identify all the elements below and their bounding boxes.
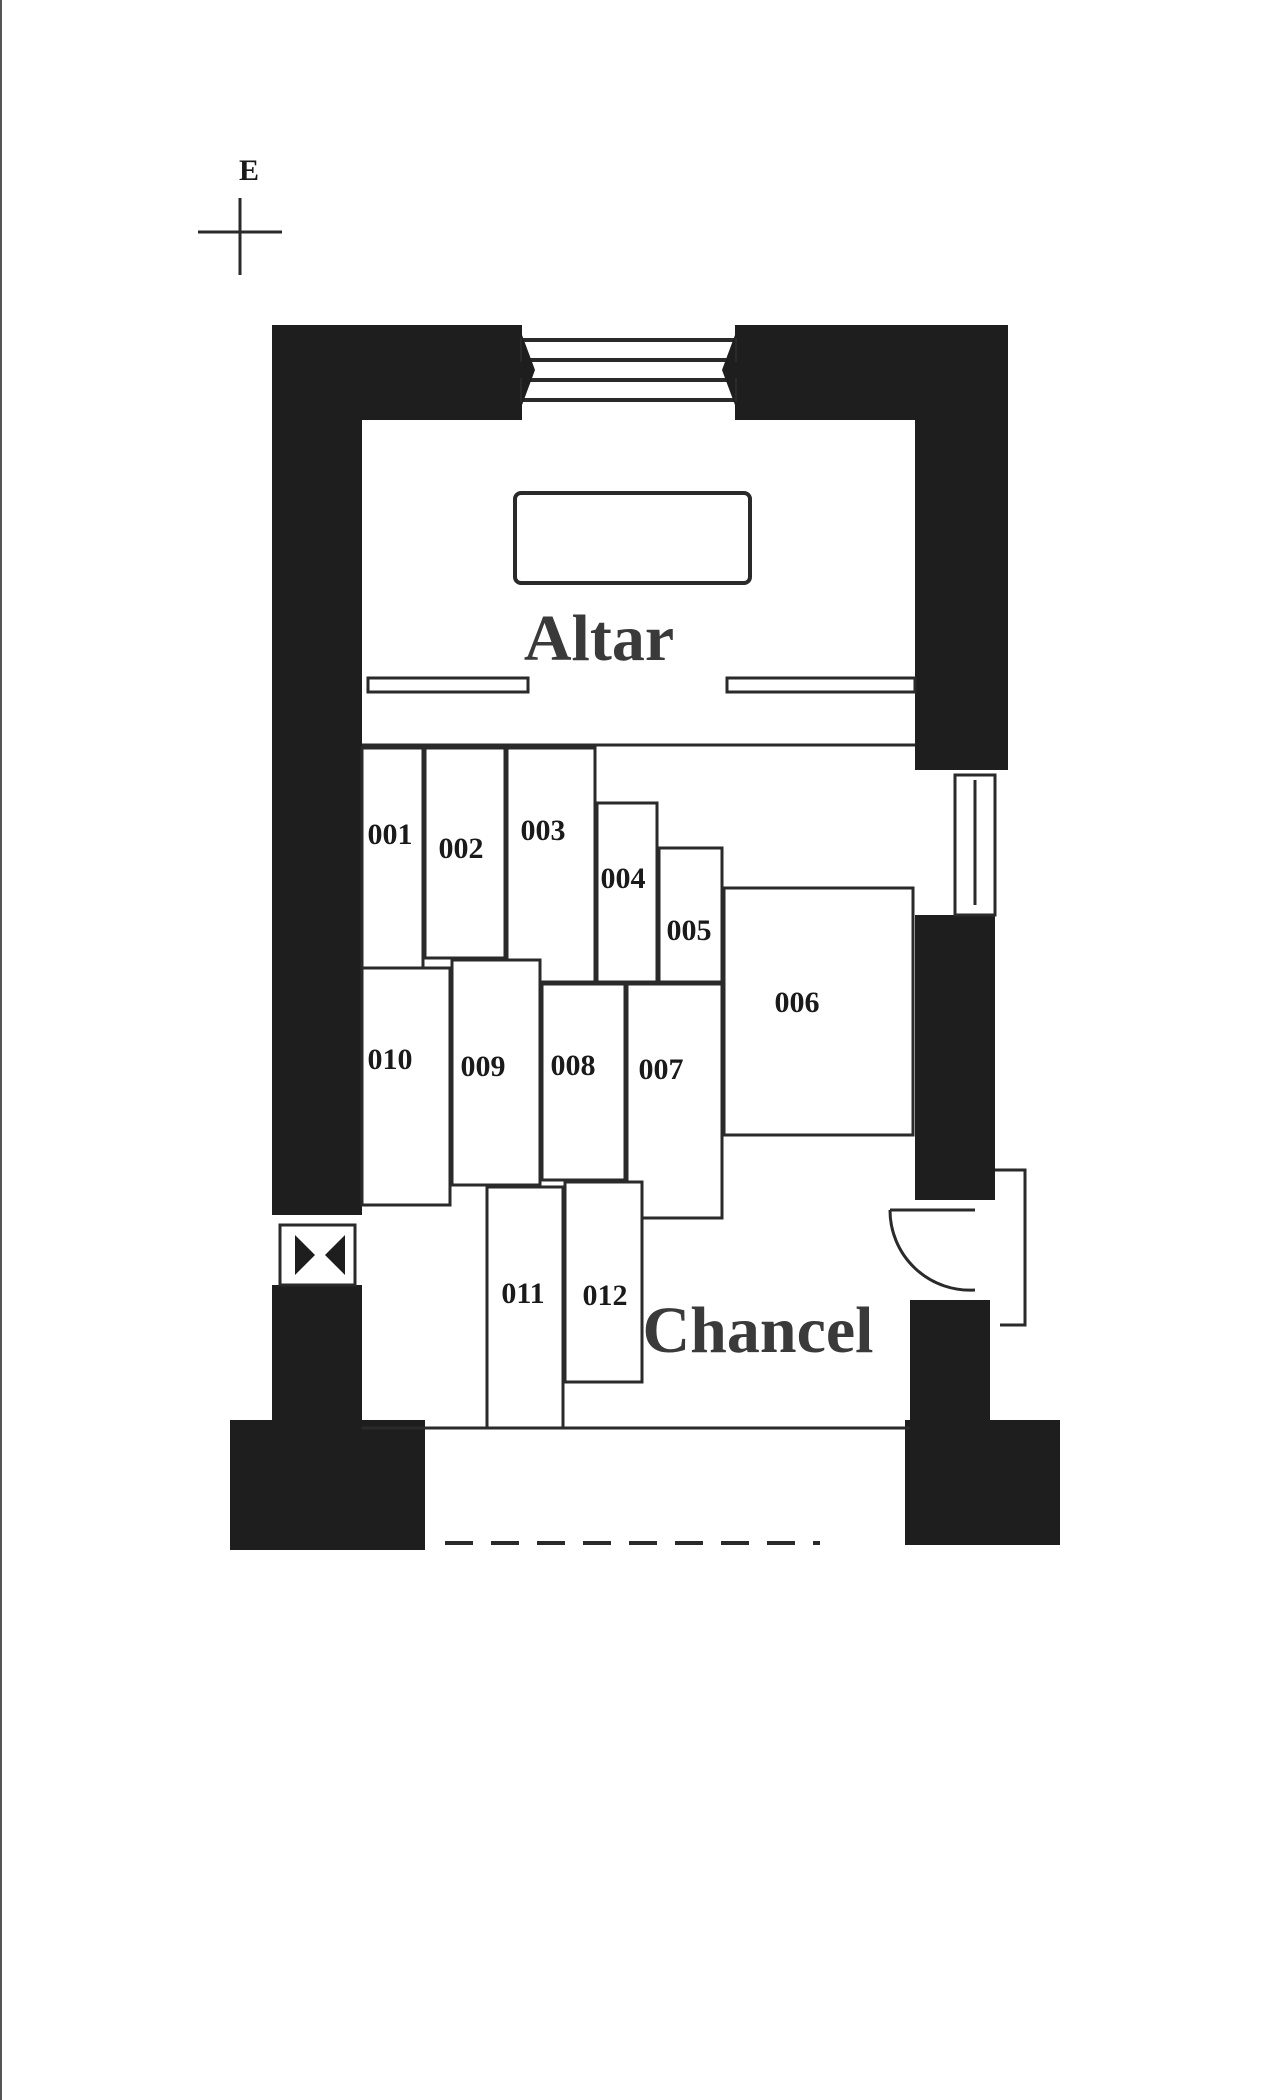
- altar-rails: [366, 676, 917, 694]
- slab-009: [450, 958, 542, 1187]
- east-window: [520, 335, 737, 405]
- slab-011: [485, 1185, 565, 1430]
- compass: E: [198, 154, 282, 275]
- slab-012: [563, 1180, 644, 1384]
- south-wall-upper: [915, 325, 1008, 770]
- compass-direction-label: E: [239, 154, 259, 187]
- slab-001: [360, 746, 425, 970]
- altar-table: [513, 491, 752, 585]
- south-door: [888, 1168, 1027, 1327]
- slab-006: [722, 886, 915, 1137]
- slab-label-002: 002: [439, 832, 484, 865]
- slab-label-008: 008: [551, 1049, 596, 1082]
- slab-003: [505, 746, 597, 984]
- slab-label-012: 012: [583, 1279, 628, 1312]
- north-wall-upper: [272, 325, 362, 1215]
- west-pier-right: [905, 1420, 1060, 1545]
- slab-label-004: 004: [601, 862, 646, 895]
- slab-label-009: 009: [461, 1050, 506, 1083]
- slab-label-007: 007: [639, 1053, 684, 1086]
- slab-label-005: 005: [667, 914, 712, 947]
- slab-010: [360, 966, 452, 1207]
- north-window: [278, 1223, 357, 1287]
- walls: [230, 325, 1060, 1550]
- slab-label-011: 011: [501, 1277, 544, 1310]
- slab-label-010: 010: [368, 1043, 413, 1076]
- slab-008: [540, 982, 627, 1182]
- west-pier-left: [230, 1420, 425, 1550]
- slab-label-006: 006: [775, 986, 820, 1019]
- slab-labels: 001 002 003 004 005 006 007 008 009 010 …: [368, 814, 820, 1312]
- ledger-slabs: [360, 746, 915, 1430]
- slab-label-003: 003: [521, 814, 566, 847]
- slab-005: [657, 846, 724, 984]
- north-wall-lower: [272, 1285, 362, 1430]
- slab-002: [423, 746, 507, 960]
- slab-004: [595, 801, 659, 984]
- south-window: [953, 773, 997, 917]
- slab-label-001: 001: [368, 818, 413, 851]
- south-wall-middle: [915, 915, 995, 1200]
- room-label-altar: Altar: [524, 602, 674, 675]
- south-wall-lower: [910, 1300, 990, 1430]
- room-label-chancel: Chancel: [643, 1294, 874, 1367]
- slab-007: [625, 982, 724, 1220]
